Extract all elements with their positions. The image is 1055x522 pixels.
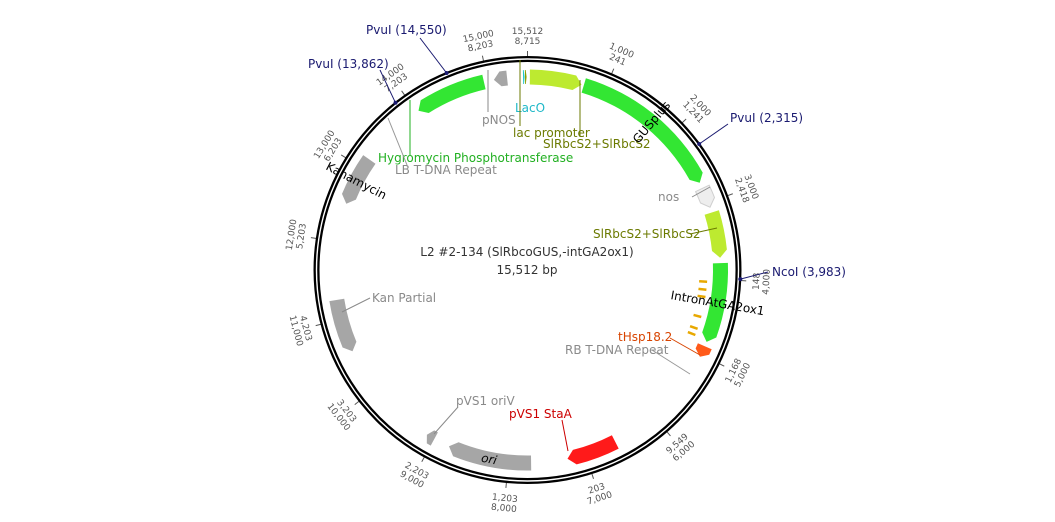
tick-label-line: 1,203 bbox=[491, 493, 518, 506]
primer-mark[interactable] bbox=[687, 330, 696, 337]
tick-mark bbox=[505, 481, 507, 488]
label-leader bbox=[341, 297, 371, 313]
tick-label-line: 148 bbox=[752, 272, 763, 290]
primer-mark[interactable] bbox=[689, 325, 699, 331]
repeat-leader bbox=[651, 349, 691, 375]
label-leader bbox=[561, 419, 569, 452]
feature-gusplus[interactable] bbox=[581, 78, 703, 183]
site-leader bbox=[698, 123, 729, 145]
tick-mark bbox=[718, 363, 725, 367]
repeat-leader bbox=[387, 117, 408, 166]
feature-ori[interactable] bbox=[449, 442, 532, 471]
restriction-site-label[interactable]: PvuI (14,550) bbox=[366, 23, 447, 37]
feature-label-thsp18[interactable]: tHsp18.2 bbox=[618, 330, 672, 344]
tick-label-line: 12,000 bbox=[285, 218, 300, 251]
feature-nos[interactable] bbox=[694, 184, 716, 208]
site-leader bbox=[379, 69, 396, 104]
feature-pvs1-staa[interactable] bbox=[567, 435, 619, 465]
feature-lac-promoter[interactable] bbox=[524, 69, 527, 84]
site-arrow-icon bbox=[738, 277, 743, 282]
feature-thsp18[interactable] bbox=[695, 343, 712, 357]
restriction-site-label[interactable]: PvuI (13,862) bbox=[308, 57, 389, 71]
primer-mark[interactable] bbox=[693, 313, 702, 319]
feature-kan-partial[interactable] bbox=[329, 298, 357, 352]
tick-mark bbox=[681, 118, 687, 124]
primer-mark[interactable] bbox=[698, 287, 707, 292]
feature-pnos[interactable] bbox=[493, 70, 508, 87]
tick-mark bbox=[666, 431, 671, 437]
feature-label-kan-partial[interactable]: Kan Partial bbox=[372, 291, 436, 305]
tick-label-line: 203 bbox=[587, 482, 606, 497]
feature-label-pvs1-staa[interactable]: pVS1 StaA bbox=[509, 407, 573, 421]
backbone-inner-line bbox=[315, 58, 740, 482]
feature-intron-atga2ox1[interactable] bbox=[702, 262, 729, 342]
feature-laco[interactable] bbox=[522, 70, 525, 84]
repeat-label-lb[interactable]: LB T-DNA Repeat bbox=[395, 163, 497, 177]
site-leader bbox=[419, 37, 447, 74]
plasmid-name: L2 #2-134 (SlRbcoGUS,-intGA2ox1) bbox=[420, 245, 633, 259]
site-arrow-icon bbox=[697, 142, 702, 146]
feature-label-lac-promoter[interactable]: lac promoter bbox=[513, 126, 590, 140]
repeat-label-rb[interactable]: RB T-DNA Repeat bbox=[565, 343, 669, 357]
label-leader bbox=[689, 227, 718, 235]
tick-label-line: 8,000 bbox=[490, 503, 517, 516]
tick-label-line: 4,000 bbox=[762, 269, 773, 295]
feature-label-ori: ori bbox=[480, 451, 499, 468]
feature-slrbcs2-a[interactable] bbox=[529, 69, 582, 91]
feature-slrbcs2-b[interactable] bbox=[704, 210, 727, 258]
site-arrow-icon bbox=[393, 100, 398, 105]
label-leader bbox=[433, 406, 459, 435]
primer-mark[interactable] bbox=[697, 294, 706, 299]
tick-label-line: 8,715 bbox=[515, 37, 541, 47]
feature-label-pvs1-oriv[interactable]: pVS1 oriV bbox=[456, 394, 516, 408]
feature-hygromycin[interactable] bbox=[418, 74, 486, 113]
site-leader bbox=[740, 271, 769, 280]
feature-label-slrbcs2-a[interactable]: SlRbcS2+SlRbcS2 bbox=[543, 137, 651, 151]
feature-label-slrbcs2-b[interactable]: SlRbcS2+SlRbcS2 bbox=[593, 227, 701, 241]
restriction-site-label[interactable]: PvuI (2,315) bbox=[730, 111, 803, 125]
feature-label-hygromycin[interactable]: Hygromycin Phosphotransferase bbox=[378, 151, 573, 165]
plasmid-length: 15,512 bp bbox=[496, 263, 557, 277]
primer-mark[interactable] bbox=[699, 280, 708, 284]
feature-pvs1-oriv[interactable] bbox=[426, 430, 438, 446]
tick-label-line: 15,512 bbox=[512, 27, 544, 37]
feature-label-nos[interactable]: nos bbox=[658, 190, 679, 204]
feature-label-laco[interactable]: LacO bbox=[515, 101, 545, 115]
restriction-site-label[interactable]: NcoI (3,983) bbox=[772, 265, 846, 279]
feature-label-pnos[interactable]: pNOS bbox=[482, 113, 516, 127]
site-arrow-icon bbox=[444, 71, 449, 75]
tick-label-line: 5,203 bbox=[295, 223, 309, 250]
feature-kanamycin[interactable] bbox=[342, 155, 376, 204]
label-leader bbox=[691, 186, 711, 198]
label-leader bbox=[669, 337, 701, 356]
